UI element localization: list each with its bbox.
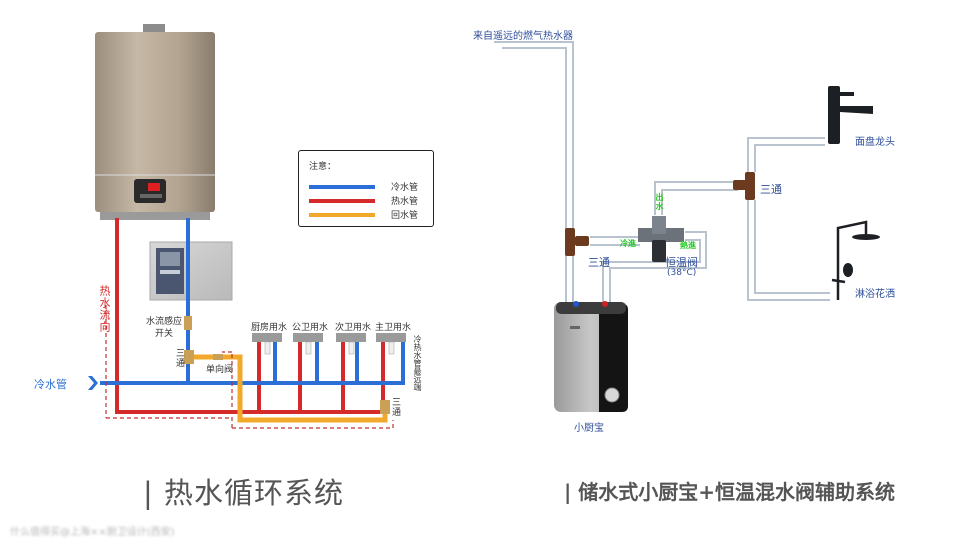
hot-inlet-label: 熱進 <box>680 241 696 250</box>
gas-water-heater-image <box>95 24 215 220</box>
fixture-label-public-bath: 公卫用水 <box>292 323 329 333</box>
legend-label-hot: 热水管 <box>391 197 419 207</box>
tee-fitting-right <box>733 172 755 200</box>
flow-direction-arrows <box>105 305 394 429</box>
valve-temperature-label: (38°C) <box>667 268 697 278</box>
fixture-label-master-bath: 主卫用水 <box>375 323 412 333</box>
thermostatic-valve-image <box>638 216 684 262</box>
legend-swatch-cold <box>309 185 375 189</box>
tee-label-right-right-diagram: 三通 <box>760 183 782 196</box>
cold-inlet-label: 冷進 <box>620 239 636 248</box>
legend-swatch-hot <box>309 199 375 203</box>
tee-label-right: 三通 <box>390 397 400 417</box>
white-pipes <box>494 41 830 308</box>
brass-fittings <box>184 316 390 414</box>
flow-switch-label: 水流感应开关 <box>146 317 183 339</box>
legend-label-cold: 冷水管 <box>391 183 419 193</box>
return-water-pipe <box>192 354 388 423</box>
cold-water-pipes <box>100 218 405 385</box>
cold-pipe-arrow-icon <box>88 376 98 390</box>
basin-faucet-image <box>828 86 873 144</box>
kitchen-water-heater-image <box>554 301 628 412</box>
cold-pipe-label: 冷水管 <box>34 378 67 391</box>
check-valve-label: 单向阀 <box>206 365 234 375</box>
hot-flow-direction-label: 热水流向 <box>98 285 111 333</box>
source-heater-label: 来自遥远的燃气热水器 <box>473 31 573 42</box>
watermark: 什么值得买@上海××厨卫设计(西安) <box>10 527 175 538</box>
far-end-label: 冷热水管最远端 <box>413 335 422 391</box>
pipe-legend: 注意： 冷水管 热水管 回水管 <box>298 150 434 227</box>
tee-fitting-left <box>565 228 589 256</box>
legend-label-return: 回水管 <box>391 211 419 221</box>
right-diagram-title: | 储水式小厨宝+恒温混水阀辅助系统 <box>564 480 896 504</box>
legend-item-return: 回水管 <box>309 209 429 221</box>
tee-label-left-right-diagram: 三通 <box>588 256 610 269</box>
outlet-label: 出水 <box>655 193 664 211</box>
shower-label: 淋浴花洒 <box>855 289 895 300</box>
thermostatic-valve-label: 恒温阀 <box>665 256 698 269</box>
legend-header: 注意： <box>309 162 337 172</box>
fixture-label-second-bath: 次卫用水 <box>335 323 372 333</box>
left-diagram-title: | 热水循环系统 <box>143 476 344 510</box>
kitchen-heater-label: 小厨宝 <box>574 423 604 434</box>
basin-faucet-label: 面盘龙头 <box>855 137 895 148</box>
fixture-outlets <box>252 333 406 355</box>
legend-item-hot: 热水管 <box>309 195 429 207</box>
legend-item-cold: 冷水管 <box>309 181 429 193</box>
shower-set-image <box>831 220 880 300</box>
circulation-pump-controller-image <box>149 241 233 301</box>
fixture-label-kitchen: 厨房用水 <box>251 323 288 333</box>
legend-swatch-return <box>309 213 375 217</box>
tee-label-left: 三通 <box>174 348 184 368</box>
